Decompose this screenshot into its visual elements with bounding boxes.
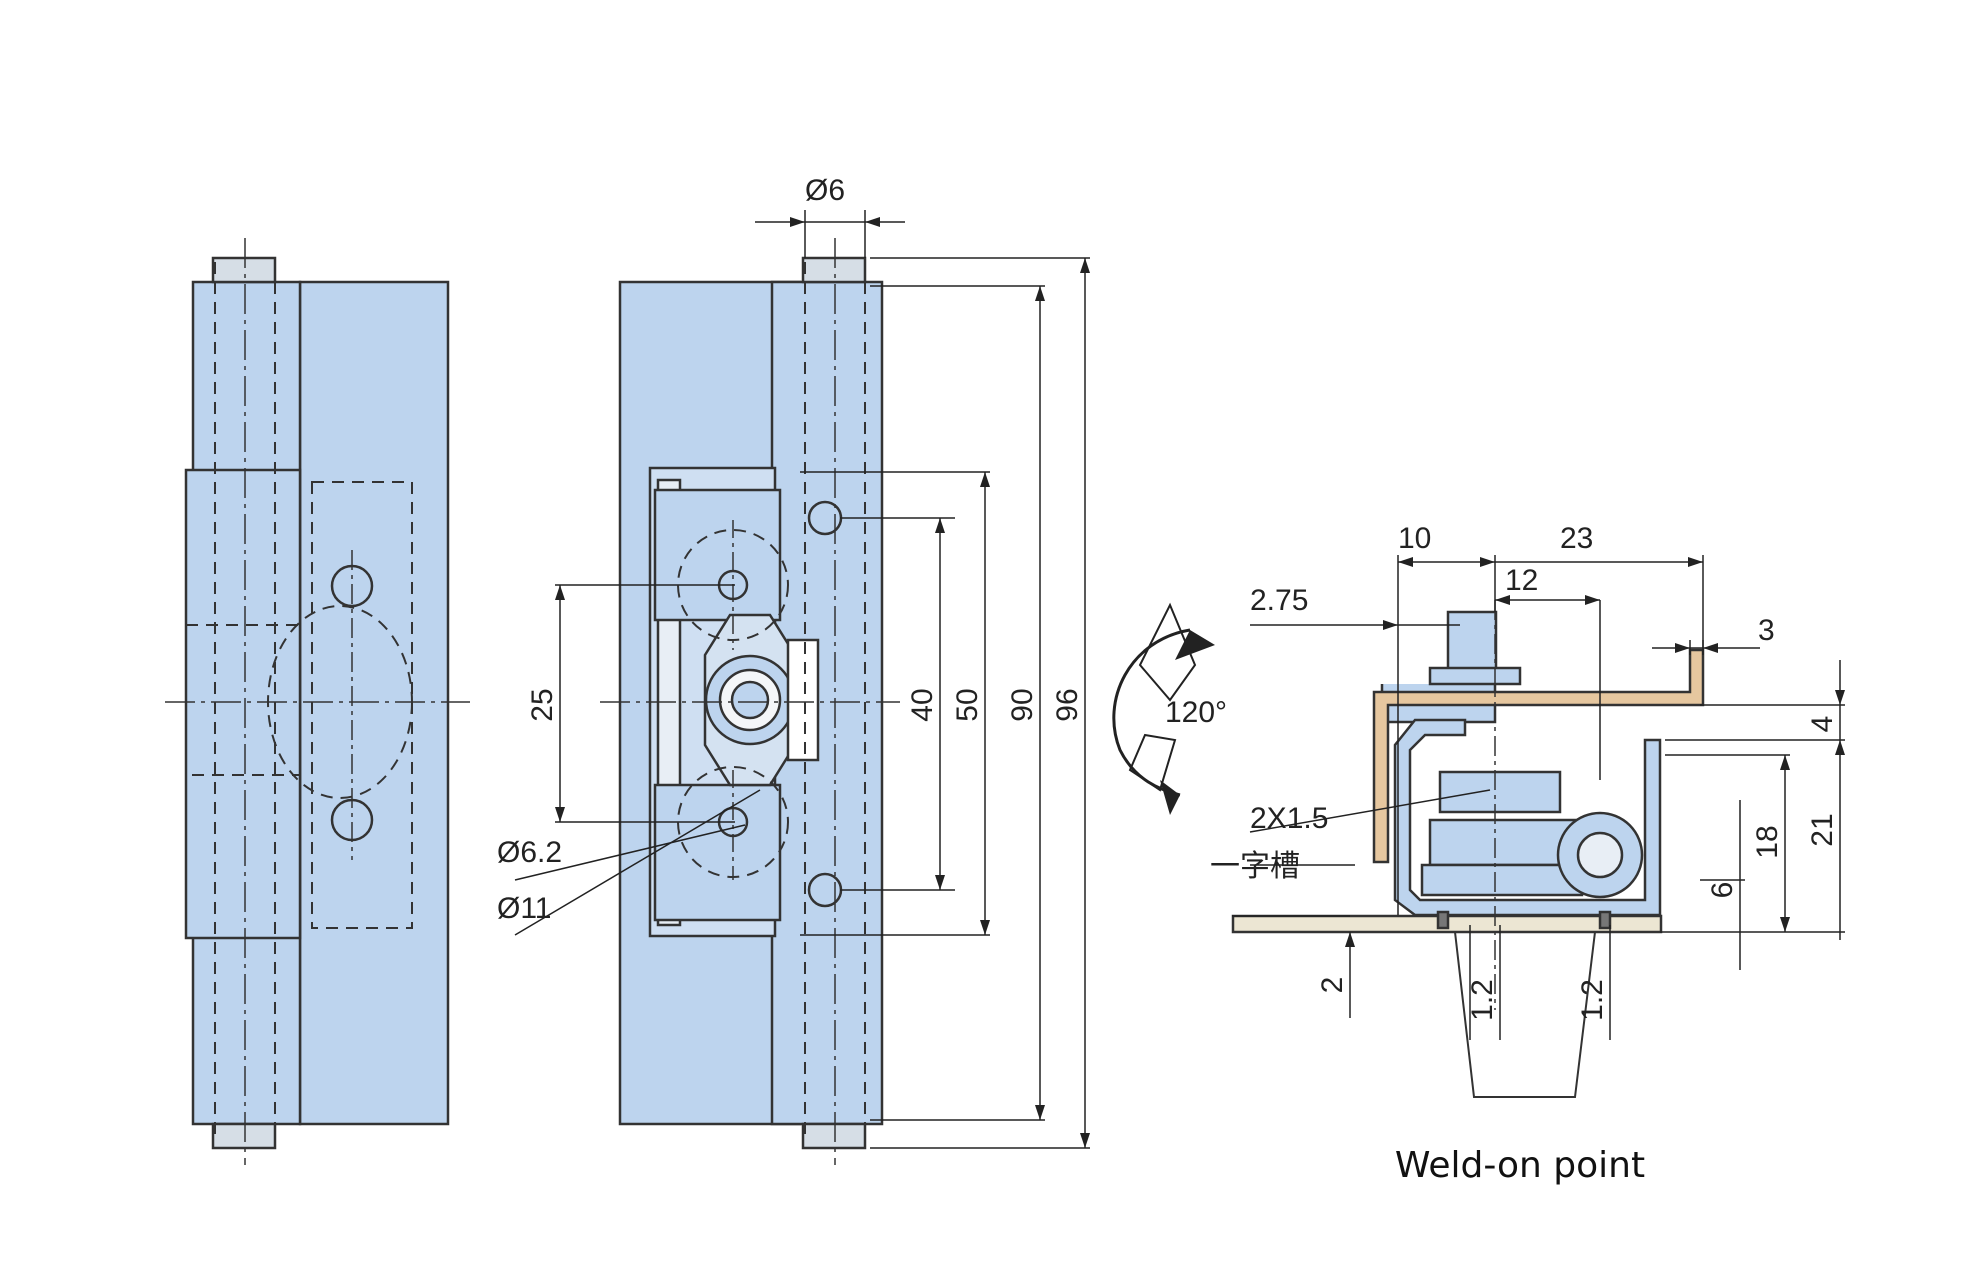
dimension-lines-weld bbox=[1232, 555, 1845, 1040]
dim-25: 25 bbox=[526, 688, 559, 721]
dim-slot-size: 2X1.5 bbox=[1250, 802, 1328, 835]
dim-3: 3 bbox=[1758, 614, 1775, 647]
dim-18: 18 bbox=[1751, 825, 1784, 858]
dim-40: 40 bbox=[906, 688, 939, 721]
slot-label: 一字槽 bbox=[1210, 850, 1300, 883]
dim-1-2-left: 1.2 bbox=[1466, 979, 1499, 1021]
weld-on-section-view bbox=[1231, 600, 1705, 1098]
dimension-lines-front bbox=[514, 210, 1090, 1149]
dimension-arrows-front bbox=[555, 217, 1090, 1148]
rotation-arrow-icon bbox=[1112, 602, 1215, 815]
dim-1-2-right: 1.2 bbox=[1576, 979, 1609, 1021]
dim-23: 23 bbox=[1560, 522, 1593, 555]
dimension-arrows-weld bbox=[1345, 557, 1845, 947]
dim-50: 50 bbox=[951, 688, 984, 721]
dim-90: 90 bbox=[1006, 688, 1039, 721]
figure-caption: Weld-on point bbox=[1394, 1145, 1646, 1186]
dim-phi6-2: Ø6.2 bbox=[497, 836, 562, 869]
dim-10: 10 bbox=[1398, 522, 1431, 555]
hinge-front-view bbox=[600, 238, 900, 1165]
dim-phi6: Ø6 bbox=[805, 174, 845, 207]
dim-2: 2 bbox=[1316, 977, 1349, 994]
dim-12: 12 bbox=[1505, 564, 1538, 597]
hinge-side-view bbox=[165, 238, 470, 1165]
dim-4: 4 bbox=[1806, 716, 1839, 733]
dim-21: 21 bbox=[1806, 813, 1839, 846]
dim-2-75: 2.75 bbox=[1250, 584, 1308, 617]
dim-96: 96 bbox=[1051, 688, 1084, 721]
dim-phi11: Ø11 bbox=[497, 892, 551, 925]
dim-angle: 120° bbox=[1165, 696, 1227, 729]
dim-6: 6 bbox=[1706, 882, 1739, 899]
